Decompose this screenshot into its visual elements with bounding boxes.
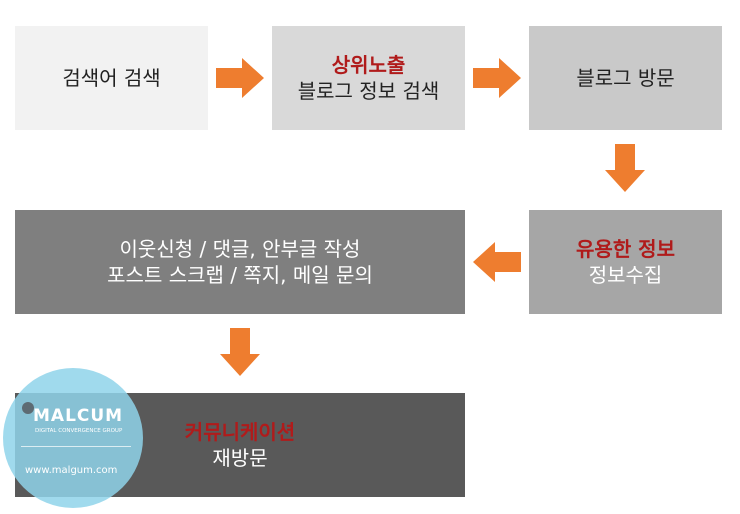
arrow-right-icon xyxy=(473,58,521,98)
logo-tagline: DIGITAL CONVERGENCE GROUP xyxy=(35,428,123,434)
arrow-down-icon xyxy=(605,144,645,192)
logo-brand: MALCUM xyxy=(33,406,124,426)
step-useful-info-highlight: 유용한 정보 xyxy=(576,237,675,261)
step-search-keyword: 검색어 검색 xyxy=(15,26,208,130)
arrow-down-icon xyxy=(220,328,260,376)
step-top-exposure-highlight: 상위노출 xyxy=(331,53,406,77)
logo-url: www.malgum.com xyxy=(25,465,118,476)
step-useful-info-label: 정보수집 xyxy=(588,263,663,287)
step-communication-actions-line2: 포스트 스크랩 / 쪽지, 메일 문의 xyxy=(107,263,373,287)
step-useful-info: 유용한 정보 정보수집 xyxy=(529,210,722,314)
step-search-keyword-label: 검색어 검색 xyxy=(62,66,161,90)
malcum-watermark-logo: MALCUM DIGITAL CONVERGENCE GROUP www.mal… xyxy=(3,368,143,508)
step-revisit-label: 재방문 xyxy=(212,446,268,470)
step-top-exposure: 상위노출 블로그 정보 검색 xyxy=(272,26,465,130)
step-communication-actions-line1: 이웃신청 / 댓글, 안부글 작성 xyxy=(119,237,361,261)
logo-dot-icon xyxy=(22,402,34,414)
arrow-right-icon xyxy=(216,58,264,98)
step-blog-visit-label: 블로그 방문 xyxy=(576,66,675,90)
step-revisit-highlight: 커뮤니케이션 xyxy=(184,420,296,444)
step-communication-actions: 이웃신청 / 댓글, 안부글 작성 포스트 스크랩 / 쪽지, 메일 문의 xyxy=(15,210,465,314)
step-top-exposure-label: 블로그 정보 검색 xyxy=(297,79,440,103)
arrow-left-icon xyxy=(473,242,521,282)
logo-divider xyxy=(21,446,131,447)
step-blog-visit: 블로그 방문 xyxy=(529,26,722,130)
